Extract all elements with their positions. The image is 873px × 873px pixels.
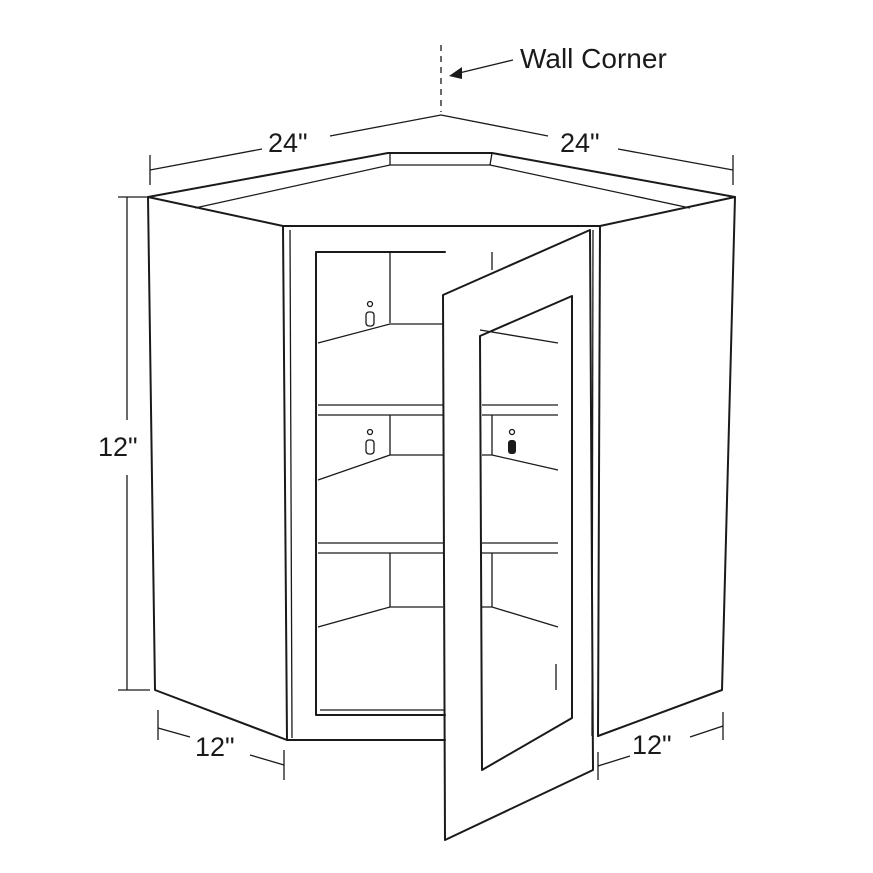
- right-side-panel: [597, 196, 736, 737]
- cabinet-top: [147, 152, 736, 227]
- glass-door: [442, 229, 594, 841]
- cabinet-interior: [317, 252, 559, 628]
- top-left-width-label: 24": [268, 128, 308, 158]
- bottom-right-dimension-line: [597, 712, 724, 780]
- bottom-left-dimension-line: [157, 710, 285, 780]
- shelf-pin-icon: [365, 300, 516, 455]
- top-dimension-lines: [149, 114, 734, 185]
- height-dimension-line: [118, 196, 150, 691]
- face-frame: [286, 229, 594, 741]
- height-label: 12": [98, 432, 138, 462]
- wall-corner-label: Wall Corner: [520, 43, 667, 74]
- callout-arrow: [449, 59, 514, 79]
- left-side-panel: [147, 196, 288, 741]
- bottom-right-depth-label: 12": [632, 730, 672, 760]
- top-right-width-label: 24": [560, 128, 600, 158]
- bottom-left-depth-label: 12": [195, 732, 235, 762]
